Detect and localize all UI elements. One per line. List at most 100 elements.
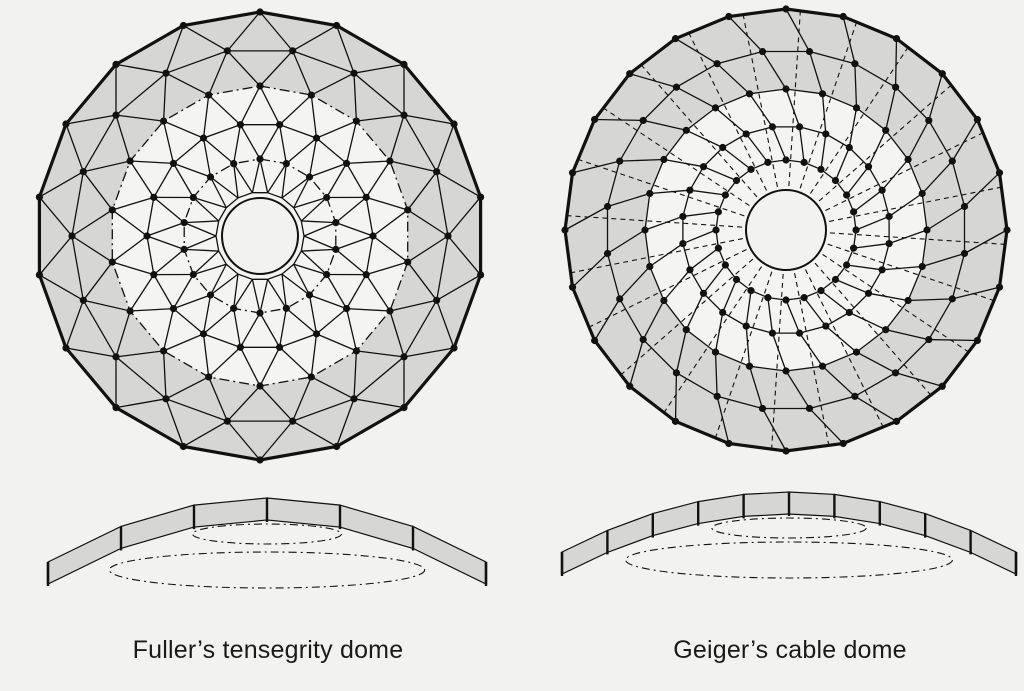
ridge-cable — [714, 312, 724, 353]
strut-node — [150, 271, 158, 279]
ridge-cable — [682, 229, 717, 245]
ridge-cable — [594, 298, 621, 341]
strut-node — [800, 294, 808, 302]
strut-node — [386, 157, 394, 165]
ridge-cable — [675, 38, 718, 65]
strut-node — [764, 158, 772, 166]
diagonal-cable — [771, 271, 784, 450]
roof-panel — [561, 529, 609, 575]
strut-node — [305, 291, 314, 299]
roof-panel — [833, 493, 881, 525]
strut-node — [282, 160, 290, 168]
diagonal-cable — [202, 138, 212, 178]
strut-node — [112, 403, 120, 412]
strut-node — [878, 186, 886, 194]
diagonal-cable — [111, 209, 148, 237]
ridge-cable — [822, 365, 856, 397]
strut-node — [671, 417, 680, 425]
diagonal-cable — [345, 120, 358, 164]
roof-panel — [120, 504, 195, 550]
diagonal-cable — [300, 250, 328, 275]
strut-node — [782, 85, 790, 93]
strut-node — [108, 206, 116, 214]
strut-node — [112, 111, 120, 119]
ridge-cable — [745, 326, 751, 367]
strut-node — [850, 244, 858, 252]
strut-node — [256, 382, 264, 390]
diagonal-cable — [192, 197, 220, 222]
diagonal-cable — [129, 160, 155, 198]
strut-node — [591, 115, 599, 124]
strut-node — [289, 47, 297, 55]
diagonal-cable — [714, 269, 774, 439]
diagonal-cable — [292, 50, 312, 96]
strut-node — [143, 232, 151, 240]
strut-node — [206, 173, 215, 181]
strut-node — [199, 134, 208, 142]
roof-panel — [742, 491, 790, 518]
strut-node — [400, 111, 408, 119]
diagonal-cable — [184, 248, 219, 252]
hidden-ring-outline — [108, 551, 426, 589]
diagonal-cable — [335, 196, 367, 224]
strut-node — [995, 283, 1004, 291]
diagonal-cable — [309, 162, 347, 178]
strut-node — [904, 155, 912, 164]
fuller-dome-plan-view — [35, 8, 485, 464]
strut-node — [603, 249, 612, 258]
ridge-cable — [885, 87, 897, 131]
ridge-cable — [855, 215, 890, 231]
diagonal-cable — [303, 235, 337, 250]
geiger-dome-elevation-view — [560, 491, 1018, 579]
strut-node — [918, 262, 926, 271]
diagonal-cable — [310, 94, 318, 139]
strut-node — [699, 163, 708, 171]
strut-node — [817, 287, 825, 295]
ridge-cable — [716, 396, 730, 444]
strut-node — [782, 5, 790, 13]
ridge-cable — [629, 73, 677, 88]
diagonal-cable — [202, 333, 210, 378]
strut-node — [686, 186, 694, 194]
diagonal-cable — [210, 176, 239, 199]
ridge-cable — [607, 192, 650, 208]
strut-node — [747, 287, 755, 295]
geiger-dome-plan-view — [561, 5, 1011, 455]
diagonal-cable — [308, 138, 318, 178]
diagonal-cable — [193, 263, 227, 276]
fuller-dome-caption: Fuller’s tensegrity dome — [132, 636, 404, 664]
ridge-cable — [854, 395, 897, 422]
strut-node — [305, 173, 314, 181]
strut-node — [721, 261, 729, 269]
strut-node — [660, 296, 668, 305]
diagonal-cable — [115, 350, 164, 358]
roof-panel — [606, 512, 654, 554]
strut-node — [307, 91, 315, 99]
diagonal-cable — [239, 85, 261, 126]
roof-panel — [266, 497, 341, 528]
diagonal-cable — [115, 398, 167, 409]
diagonal-cable — [793, 271, 830, 446]
strut-node — [852, 104, 861, 112]
diagonal-cable — [825, 242, 995, 302]
ridge-cable — [846, 264, 883, 271]
ridge-cable — [854, 63, 858, 108]
diagonal-cable — [259, 85, 281, 126]
diagonal-cable — [353, 398, 405, 409]
diagonal-cable — [162, 308, 175, 352]
strut-node — [712, 226, 720, 234]
strut-node — [818, 362, 827, 370]
diagonal-cable — [259, 346, 281, 387]
strut-node — [450, 344, 458, 352]
strut-node — [713, 60, 721, 68]
strut-node — [35, 271, 44, 279]
strut-node — [719, 308, 727, 317]
ridge-cable — [808, 51, 824, 94]
diagonal-cable — [233, 308, 242, 348]
ridge-cable — [689, 189, 726, 196]
strut-node — [768, 329, 777, 337]
strut-node — [404, 206, 412, 214]
diagonal-cable — [356, 114, 405, 122]
ridge-cable — [885, 329, 929, 341]
ridge-cable — [834, 147, 850, 181]
